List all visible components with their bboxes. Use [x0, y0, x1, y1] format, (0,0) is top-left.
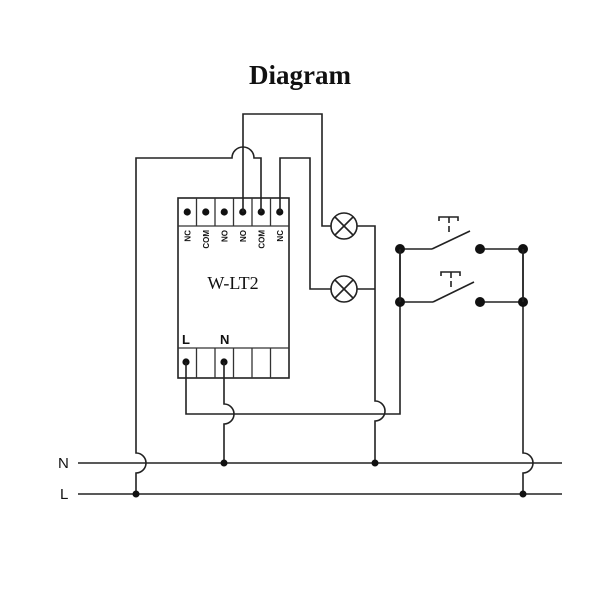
lamp-icon [330, 212, 358, 240]
wire-live-to-com [135, 146, 262, 494]
terminal-screw-no [220, 208, 228, 216]
terminal-label-com: COM [202, 230, 211, 249]
lamp-icon [330, 275, 358, 303]
terminal-label-l: L [182, 332, 190, 347]
pushbutton-switch-icon [395, 271, 528, 307]
terminal-label-nc: NC [183, 230, 192, 242]
wire-nc-to-lamp2 [279, 157, 331, 290]
neutral-bus-label: N [58, 455, 69, 472]
wire-lamps-to-neutral [357, 225, 386, 463]
top-terminal-cells: NC COM NO NO COM NC [183, 198, 285, 249]
wire-module-n-to-neutral [223, 362, 235, 463]
terminal-label-n: N [220, 332, 229, 347]
junction-dot [519, 490, 527, 498]
terminal-label-no: NO [220, 230, 229, 242]
junction-dot [220, 459, 228, 467]
terminal-label-com: COM [257, 230, 266, 249]
pushbutton-switch-icon [395, 216, 528, 254]
terminal-label-nc: NC [276, 230, 285, 242]
wire-switches-to-live [522, 249, 534, 494]
junction-dot [371, 459, 379, 467]
live-bus-label: L [60, 486, 68, 503]
module-model-label: W-LT2 [207, 273, 258, 293]
terminal-label-no: NO [239, 230, 248, 242]
terminal-screw-com [202, 208, 210, 216]
junction-dot [132, 490, 140, 498]
diagram-title: Diagram [249, 60, 351, 90]
wire-module-l-to-switches [185, 249, 401, 415]
wire-no-to-lamp1 [242, 113, 331, 227]
terminal-screw-nc [183, 208, 191, 216]
